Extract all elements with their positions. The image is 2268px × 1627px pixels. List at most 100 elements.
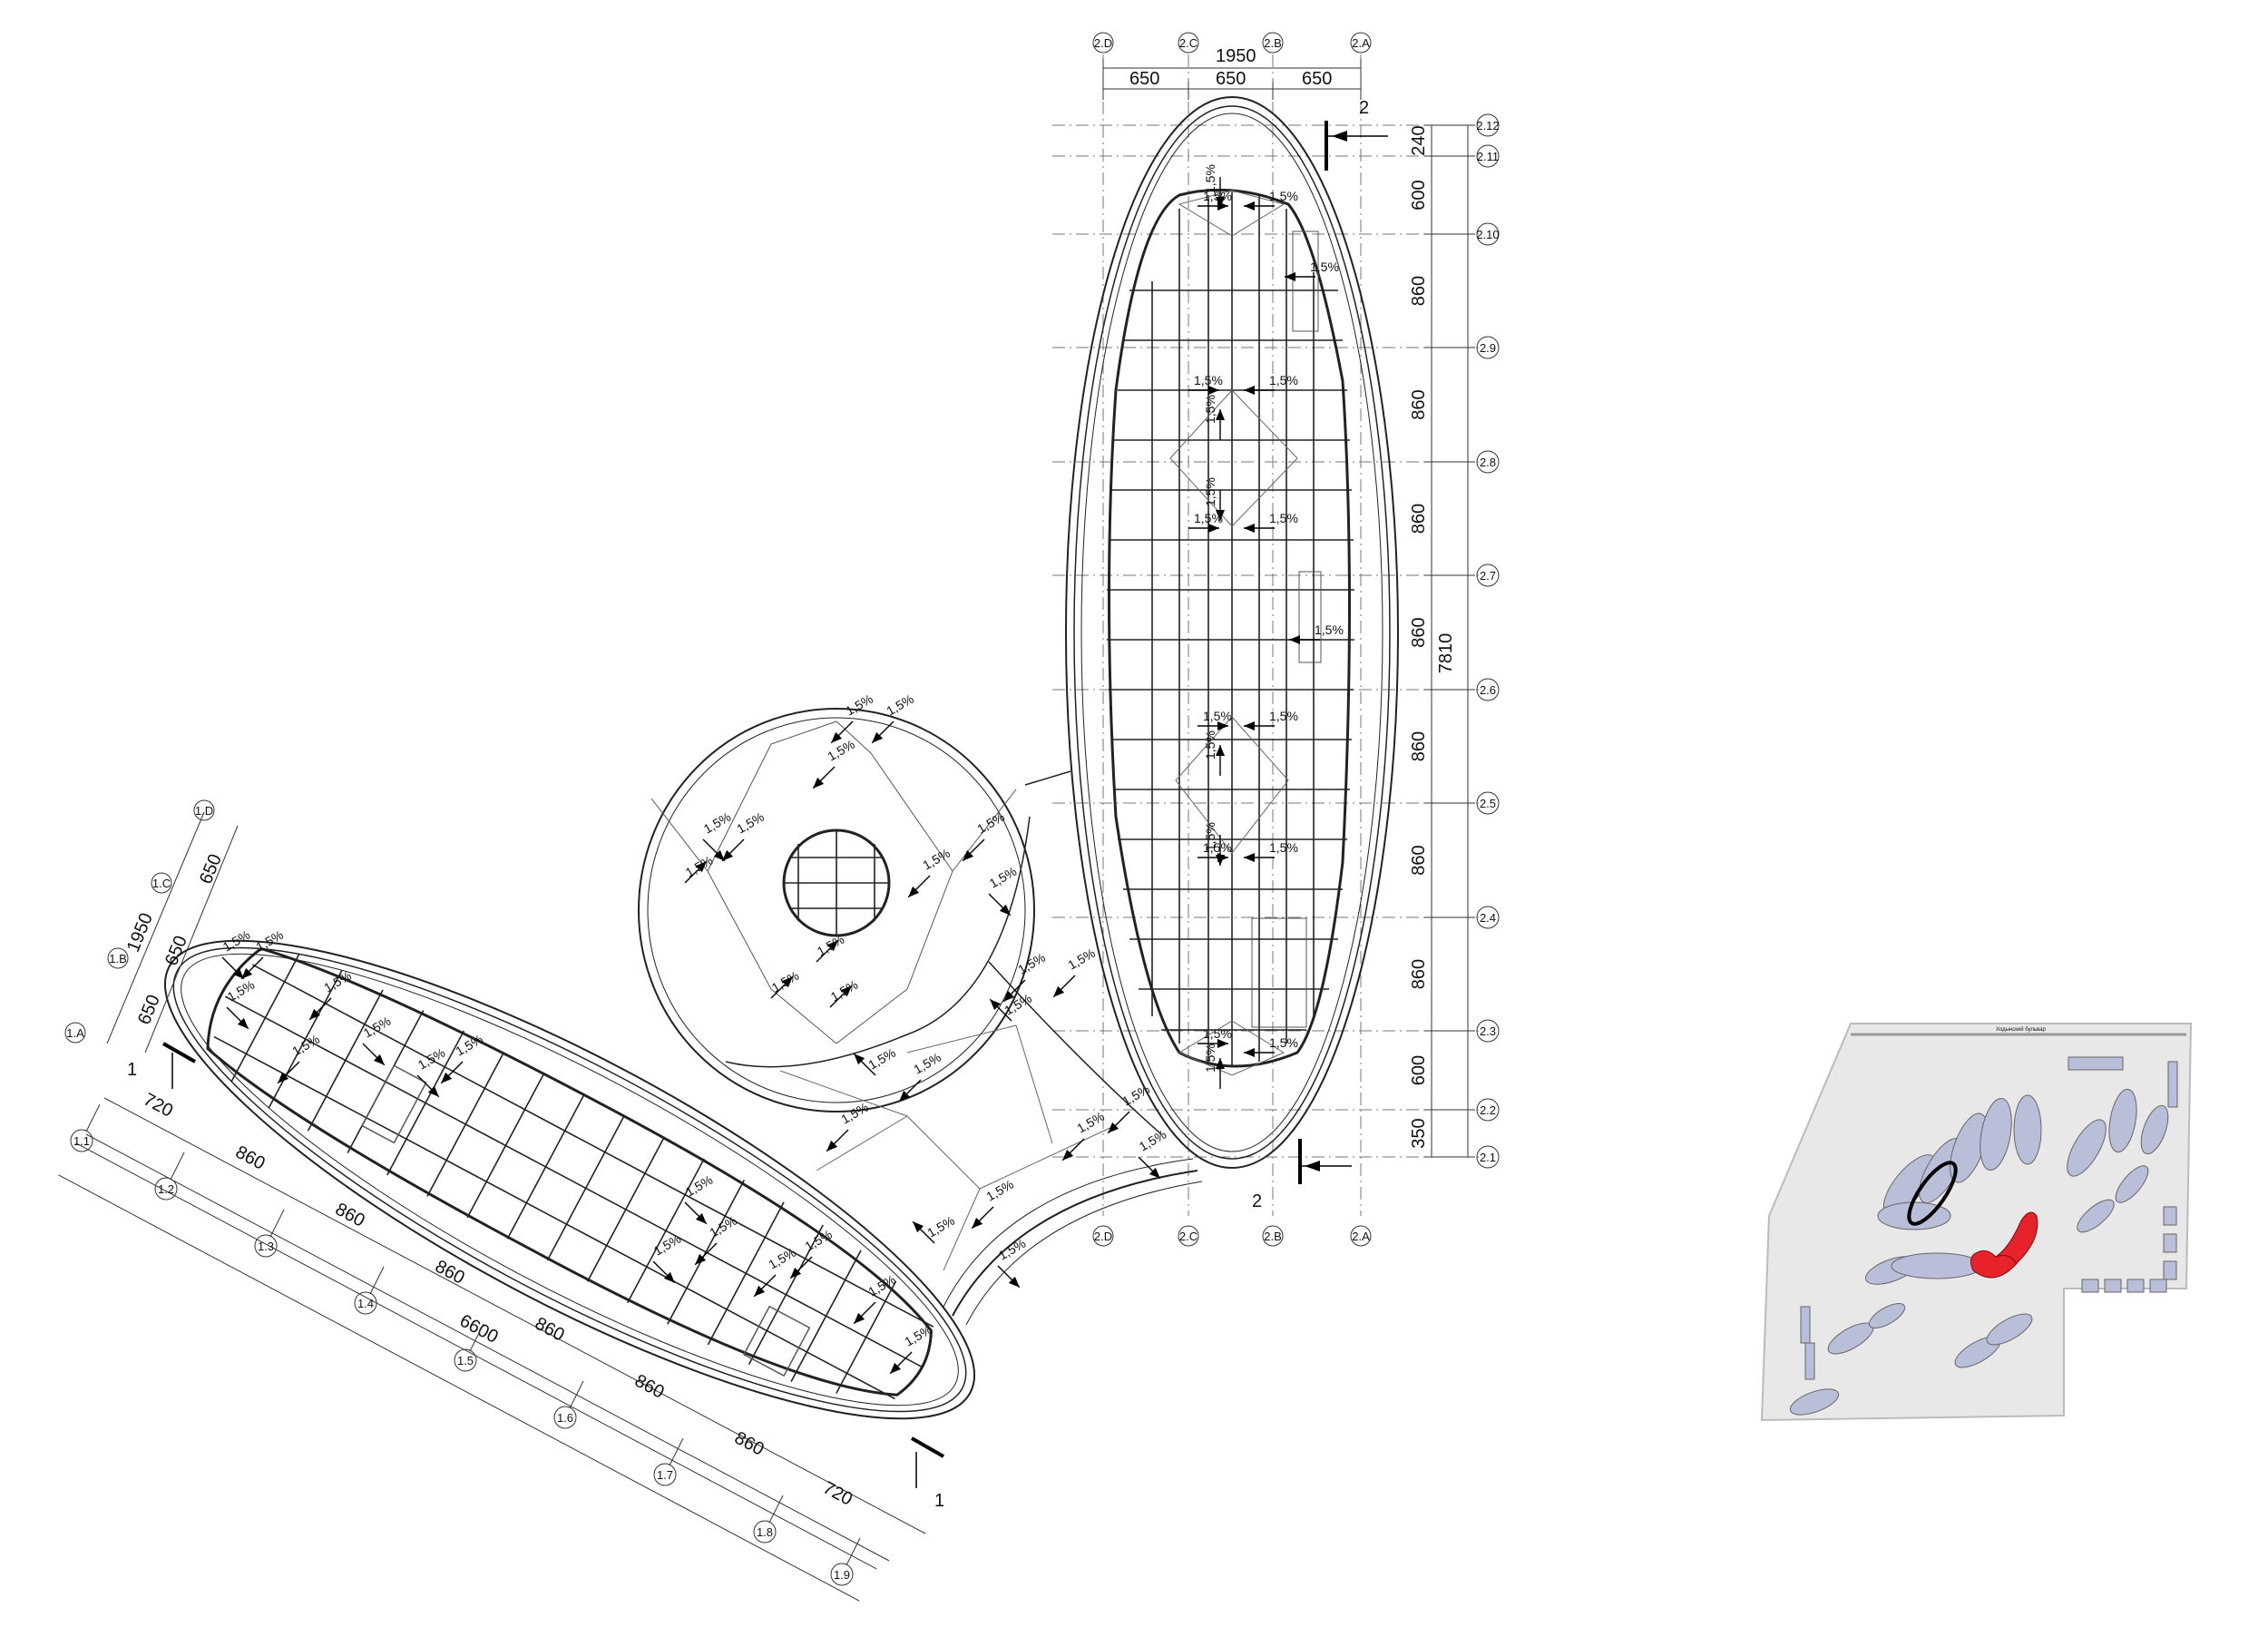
bottom-axis-2D: 2.D: [1094, 1230, 1112, 1243]
right-axis-bubble: [1476, 1098, 1500, 1122]
left-dim-2: 650: [161, 933, 191, 968]
slope-label: 1,5%: [1203, 822, 1217, 851]
slope-label: 1,5%: [220, 927, 253, 955]
right-dim-value: 860: [1409, 959, 1429, 989]
right-axis-bubbles: 2.122.112.102.92.82.72.62.52.42.32.22.1: [1476, 113, 1500, 1169]
street-label: Ходынский бульвар: [1996, 1026, 2047, 1033]
bottom-axis-bubble: [254, 1234, 278, 1258]
right-total-dim: 7810: [1436, 633, 1456, 674]
left-axis-1B: 1.B: [109, 952, 127, 965]
slope-label: 1,5%: [1203, 1044, 1217, 1073]
bottom-dim-value: 860: [232, 1142, 269, 1174]
slope-label: 1,5%: [1194, 511, 1223, 525]
slope-label: 1,5%: [1137, 1127, 1169, 1154]
right-axis-label: 2.8: [1480, 456, 1496, 469]
slope-label: 1,5%: [1269, 709, 1298, 723]
right-dim-value: 240: [1409, 125, 1429, 155]
bottom-axis-bubbles: 2.D 2.C 2.B 2.A: [1092, 1225, 1372, 1247]
right-axis-label: 2.10: [1476, 228, 1499, 241]
bottom-axis-label: 1.2: [158, 1182, 174, 1196]
top-dimension-chain: 1950 650 650 650: [1102, 46, 1362, 100]
right-dim-value: 860: [1409, 276, 1429, 306]
left-axis-1D: 1.D: [195, 804, 213, 818]
bottom-axis-bubble: [70, 1129, 93, 1152]
right-axis-label: 2.2: [1480, 1103, 1496, 1117]
section-2-top-label: 2: [1359, 98, 1369, 118]
slope-label: 1,5%: [289, 1032, 322, 1059]
slope-label: 1,5%: [825, 737, 857, 764]
bottom-axis-2B: 2.B: [1264, 1230, 1282, 1243]
right-axis-bubble: [1476, 336, 1500, 359]
left-axis-1C: 1.C: [152, 877, 171, 890]
right-axis-bubble: [1476, 450, 1500, 474]
slope-label: 1,5%: [683, 1172, 716, 1200]
right-axis-bubble: [1476, 1145, 1500, 1169]
slope-label: 1,5%: [983, 1177, 1016, 1204]
slope-label: 1,5%: [911, 1050, 943, 1077]
right-axis-bubble: [1476, 113, 1500, 137]
bottom-axis-bubble: [354, 1291, 377, 1315]
slope-label: 1,5%: [734, 809, 767, 837]
vertical-axis-lines: [1102, 54, 1362, 1216]
valley-diamonds: [1169, 190, 1298, 1076]
left-axis-1A: 1.A: [66, 1026, 84, 1040]
slope-label: 1,5%: [802, 1227, 835, 1254]
slope-label: 1,5%: [1203, 840, 1232, 855]
bottom-axis-label: 1.7: [657, 1468, 673, 1482]
bottom-axis-bubble: [830, 1563, 854, 1586]
top-total-dim: 1950: [1216, 46, 1256, 66]
slope-label: 1,5%: [1269, 511, 1298, 525]
left-total-dim: 1950: [123, 910, 157, 956]
slope-label: 1,5%: [1065, 946, 1098, 973]
slope-label: 1,5%: [707, 1213, 739, 1240]
slope-label: 1,5%: [865, 1272, 898, 1299]
slope-label: 1,5%: [1310, 260, 1339, 274]
slope-label: 1,5%: [843, 691, 875, 719]
highlighted-building: [1970, 1211, 2038, 1279]
right-axis-label: 2.5: [1480, 797, 1496, 810]
slope-label: 1,5%: [1203, 477, 1217, 506]
slope-label: 1,5%: [1269, 1035, 1298, 1050]
site-plan-inset: Ходынский бульвар: [1760, 1023, 2193, 1422]
right-axis-bubble: [1476, 564, 1500, 587]
right-dim-value: 860: [1409, 845, 1429, 875]
slope-label: 1,5%: [1203, 189, 1232, 203]
slope-annotations: 1,5%1,5%1,5%1,5%1,5%1,5%1,5%1,5%1,5%1,5%…: [220, 164, 1344, 1375]
diagonal-building-roof: [58, 939, 975, 1602]
section-cut-1: 1 1: [127, 1042, 944, 1511]
slope-label: 1,5%: [1203, 164, 1217, 193]
slope-label: 1,5%: [920, 846, 953, 873]
diagonal-roof-grid: [213, 953, 934, 1400]
right-axis-label: 2.11: [1477, 150, 1499, 163]
slope-label: 1,5%: [987, 864, 1020, 891]
bottom-axis-label: 1.3: [258, 1240, 274, 1253]
slope-label: 1,5%: [996, 1236, 1029, 1263]
bottom-dimension-chain: 6600: [85, 1097, 926, 1562]
bottom-axis-label: 1.8: [757, 1525, 773, 1539]
slope-label: 1,5%: [701, 809, 734, 837]
slope-label: 1,5%: [924, 1213, 957, 1240]
right-dim-value: 600: [1409, 1055, 1429, 1085]
bottom-dim-value: 860: [631, 1371, 668, 1403]
bottom-axis-label: 1.5: [457, 1354, 474, 1367]
top-axis-2B: 2.B: [1264, 36, 1282, 50]
slope-label: 1,5%: [1203, 395, 1217, 424]
slope-label: 1,5%: [865, 1045, 898, 1073]
section-1-bottom-label: 1: [934, 1491, 944, 1511]
right-axis-label: 2.1: [1480, 1151, 1496, 1164]
circular-pavilion-roof: [638, 708, 1203, 1326]
bottom-axis-bubble: [653, 1463, 677, 1486]
slope-label: 1,5%: [415, 1045, 448, 1073]
bottom-dim-value: 720: [140, 1090, 176, 1122]
section-1-top-label: 1: [127, 1060, 137, 1080]
right-dim-value: 860: [1409, 617, 1429, 647]
vertical-building-roof: 2 2: [1052, 54, 1479, 1216]
slope-label: 1,5%: [769, 968, 802, 995]
slope-label: 1,5%: [1269, 840, 1298, 855]
bottom-dim-value: 860: [332, 1200, 368, 1231]
right-axis-bubble: [1476, 1019, 1500, 1043]
slope-label: 1,5%: [1203, 1026, 1232, 1041]
slope-label: 1,5%: [766, 1245, 798, 1272]
right-dim-value: 600: [1409, 180, 1429, 210]
